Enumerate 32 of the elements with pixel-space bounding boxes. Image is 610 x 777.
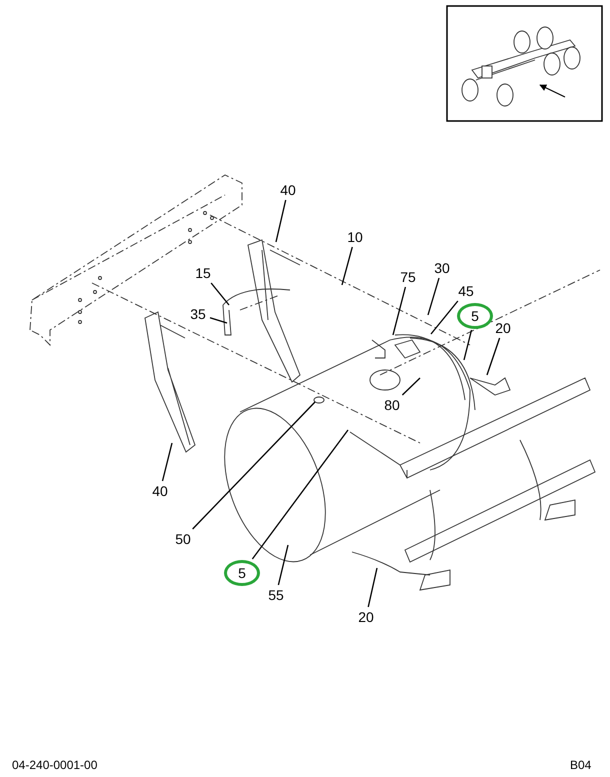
leader-line <box>192 402 316 530</box>
callout-number: 80 <box>381 396 403 414</box>
leader-line <box>210 282 230 306</box>
callout-number: 20 <box>355 608 377 626</box>
callout-number: 45 <box>455 282 477 300</box>
highlighted-callout-number: 5 <box>224 560 260 586</box>
callout-number: 40 <box>149 482 171 500</box>
leader-line <box>427 278 440 316</box>
leader-line <box>162 442 173 482</box>
leader-line <box>210 317 228 324</box>
leader-line <box>430 300 458 334</box>
leader-line <box>278 544 289 586</box>
leader-line <box>252 430 349 560</box>
callout-number: 75 <box>397 268 419 286</box>
callout-number: 40 <box>277 181 299 199</box>
callout-number: 15 <box>192 264 214 282</box>
callout-number: 30 <box>431 259 453 277</box>
callout-number: 20 <box>492 319 514 337</box>
highlighted-callout-number: 5 <box>457 303 493 329</box>
leader-line <box>392 286 406 336</box>
callout-number: 55 <box>265 586 287 604</box>
leader-line <box>368 568 378 608</box>
leader-line <box>341 246 353 286</box>
leader-line <box>486 338 500 376</box>
page-code: B04 <box>570 758 592 772</box>
callout-number: 50 <box>172 530 194 548</box>
leader-line <box>275 200 286 242</box>
callout-number: 35 <box>187 305 209 323</box>
leader-line <box>463 330 472 360</box>
leader-line <box>402 378 420 396</box>
callout-number: 10 <box>344 228 366 246</box>
drawing-number: 04-240-0001-00 <box>12 758 98 772</box>
